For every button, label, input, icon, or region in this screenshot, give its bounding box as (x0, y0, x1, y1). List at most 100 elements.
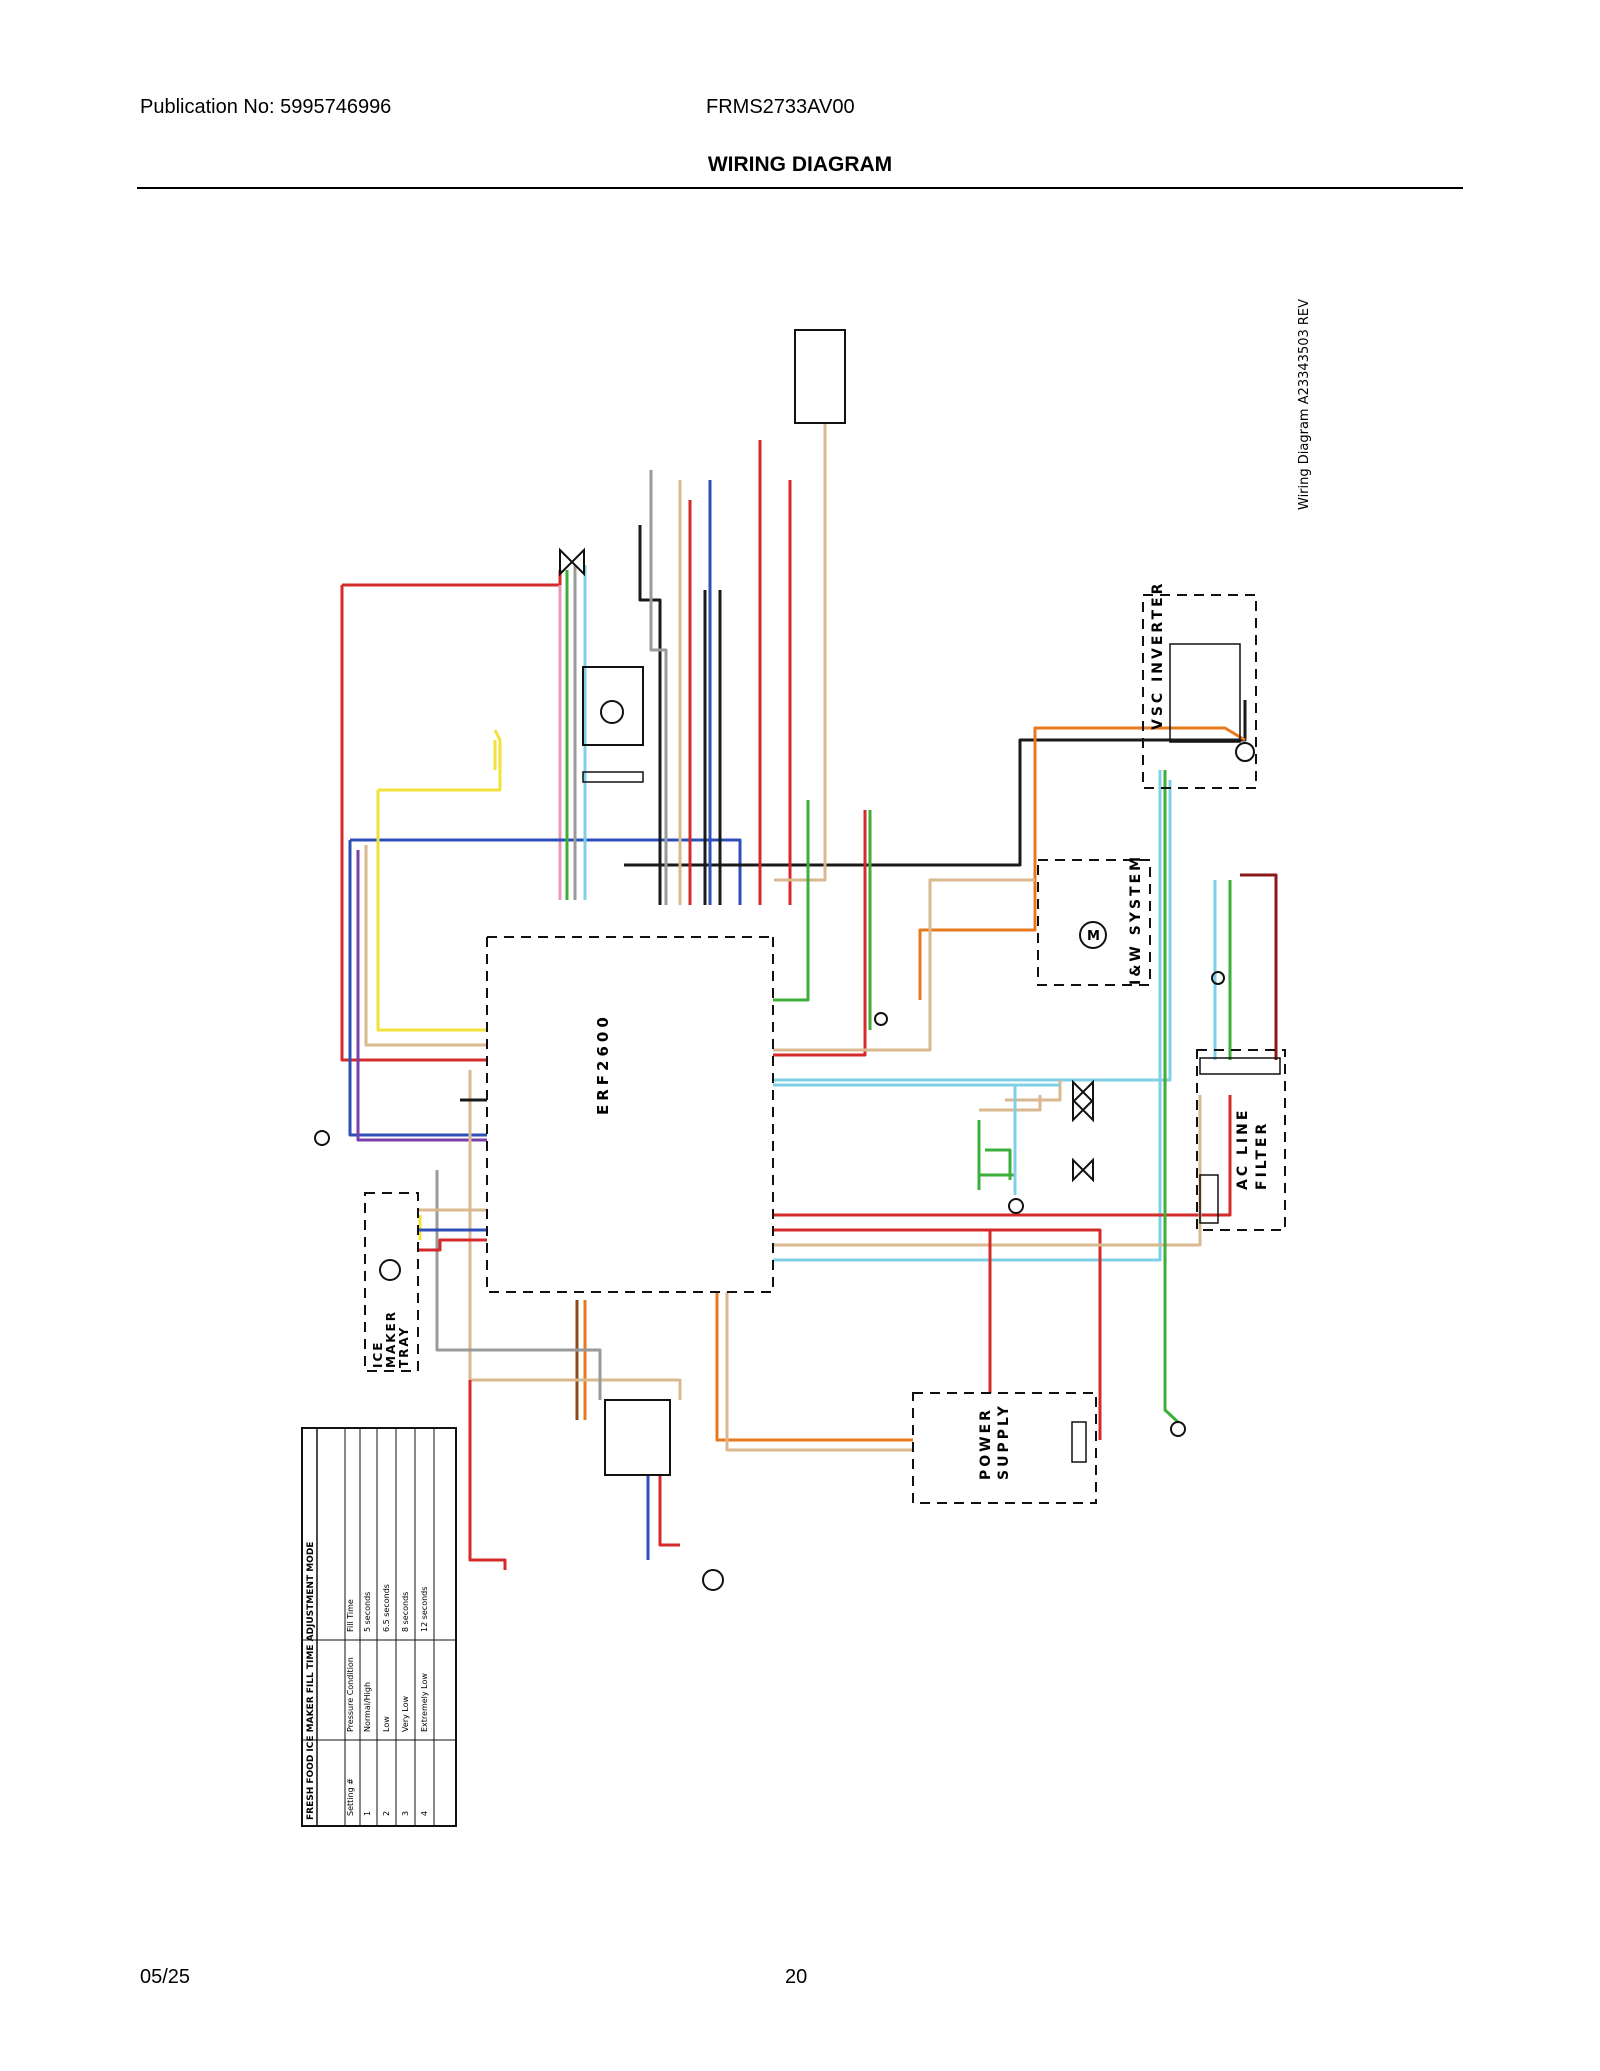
iw-system-outline (1037, 859, 1151, 986)
wire-gray-50 (435, 1170, 602, 1400)
inverter-inner-box (1169, 643, 1241, 743)
ground-icon-4 (1211, 971, 1225, 985)
ice-tray-label-1: ICE (371, 1341, 385, 1368)
iw-motor-icon (1079, 921, 1107, 949)
page-number: 20 (785, 1966, 808, 1988)
table-cell-r2-c0: 2 (382, 1811, 391, 1816)
damper-block (582, 666, 644, 783)
water-valves (559, 547, 1094, 1183)
ground-icon-5 (874, 1012, 888, 1026)
ground-icon-2 (1008, 1198, 1024, 1214)
table-cell-r0-c0: Setting # (346, 1778, 355, 1816)
table-cell-r1-c1: Normal/High (363, 1682, 372, 1732)
wire-tan-28 (773, 878, 1035, 1052)
ice-tray-label-2: MAKER (384, 1310, 398, 1368)
wire-black-13 (624, 700, 1247, 867)
valve-icon-1 (1072, 1079, 1094, 1105)
table-cell-r2-c1: Low (382, 1716, 391, 1732)
diverter-valve-icon (559, 547, 585, 577)
wire-red-52 (418, 1238, 487, 1252)
inverter-block: VSC INVERTER (1142, 581, 1257, 789)
wire-dark_red-35 (1240, 873, 1278, 1060)
wire-group (340, 423, 1278, 1570)
wire-red-32 (773, 1228, 1102, 1440)
power-supply-label-2: SUPPLY (996, 1403, 1012, 1480)
damper-connector (582, 771, 644, 783)
table-cell-r0-c2: Fill Time (346, 1599, 355, 1632)
ground-symbols (314, 971, 1225, 1437)
iw-system-block: I&W SYSTEM M (1037, 854, 1151, 986)
table-cell-r1-c2: 5 seconds (363, 1592, 372, 1632)
wire-red-1 (342, 570, 562, 587)
table-title: FRESH FOOD ICE MAKER FILL TIME ADJUSTMEN… (306, 1542, 316, 1820)
header-rule (137, 187, 1463, 189)
control-board: ERF2600 (486, 936, 774, 1293)
table-cell-r1-c0: 1 (363, 1811, 372, 1816)
inverter-label: VSC INVERTER (1150, 581, 1166, 730)
control-board-label: ERF2600 (594, 1013, 612, 1115)
sub-board-outline (604, 1399, 671, 1476)
wire-green-25 (773, 800, 810, 1002)
power-supply-outline (912, 1392, 1097, 1504)
ice-maker-tray-block: ICE MAKER TRAY (364, 1192, 419, 1372)
model-number: FRMS2733AV00 (706, 96, 855, 118)
inverter-outline (1142, 594, 1257, 789)
table-outline (301, 1427, 457, 1827)
wire-tan-41 (1005, 1080, 1062, 1102)
wire-red-0 (340, 585, 487, 1062)
control-board-outline (486, 937, 774, 1293)
wire-tan-48 (468, 1070, 682, 1400)
ac-filter-bottom-connector (1199, 1174, 1219, 1224)
wire-tan-9 (364, 845, 487, 1047)
wire-purple-5 (356, 850, 487, 1142)
power-supply-connector (1071, 1421, 1087, 1463)
wire-red-26 (773, 810, 867, 1057)
top-legend-block (794, 329, 846, 424)
wire-orange-24 (918, 726, 1246, 1000)
table-cell-r3-c0: 3 (401, 1811, 410, 1816)
auger-motor-icon (702, 1569, 724, 1591)
wire-green-34 (1163, 770, 1180, 1424)
table-cell-r4-c0: 4 (420, 1811, 429, 1816)
ground-icon-3 (314, 1130, 330, 1146)
valve-icon-3 (1072, 1157, 1094, 1183)
fill-time-table: FRESH FOOD ICE MAKER FILL TIME ADJUSTMEN… (301, 1427, 457, 1827)
iw-motor-m: M (1087, 929, 1100, 944)
table-cell-r3-c1: Very Low (401, 1695, 410, 1732)
damper-motor-icon (600, 700, 624, 724)
valve-icon-2 (1072, 1097, 1094, 1123)
wire-light_blue-30 (773, 770, 1162, 1262)
wire-tan-33 (773, 1095, 1202, 1247)
page-title: WIRING DIAGRAM (707, 153, 893, 176)
wire-tan-23 (774, 423, 827, 882)
table-cell-r4-c2: 12 seconds (420, 1587, 429, 1632)
ac-filter-label-1: AC LINE (1235, 1108, 1251, 1190)
wire-blue-3 (348, 840, 487, 1137)
power-supply-label-1: POWER (978, 1407, 994, 1480)
publication-number: Publication No: 5995746996 (140, 96, 392, 118)
wire-orange-38 (715, 1292, 913, 1442)
ice-tray-motor-icon (379, 1259, 401, 1281)
table-cell-r2-c2: 6.5 seconds (382, 1584, 391, 1632)
iw-system-label: I&W SYSTEM (1128, 854, 1144, 985)
wire-blue-4 (350, 838, 742, 905)
footer-date: 05/25 (140, 1966, 191, 1988)
power-supply-block: POWER SUPPLY (912, 1392, 1097, 1504)
table-cell-r3-c2: 8 seconds (401, 1592, 410, 1632)
wire-red-47 (658, 1475, 680, 1547)
table-cell-r0-c1: Pressure Condition (346, 1657, 355, 1732)
wire-light_blue-59 (773, 1083, 1017, 1195)
ac-filter-block: AC LINE FILTER (1196, 1049, 1286, 1231)
wire-yellow-7 (378, 729, 502, 792)
drawing-id: Wiring Diagram A23343503 REV (1297, 299, 1312, 510)
wire-green-43 (985, 1148, 1012, 1180)
table-cell-r4-c1: Extremely Low (420, 1673, 429, 1732)
ground-icon-1 (1170, 1421, 1186, 1437)
wire-light_blue-29 (773, 780, 1172, 1082)
ice-tray-label-3: TRAY (397, 1326, 411, 1368)
wire-red-31 (773, 1095, 1232, 1217)
sub-board-block (604, 1399, 724, 1591)
ac-filter-outline (1196, 1049, 1286, 1231)
wire-tan-57 (979, 1095, 1042, 1112)
